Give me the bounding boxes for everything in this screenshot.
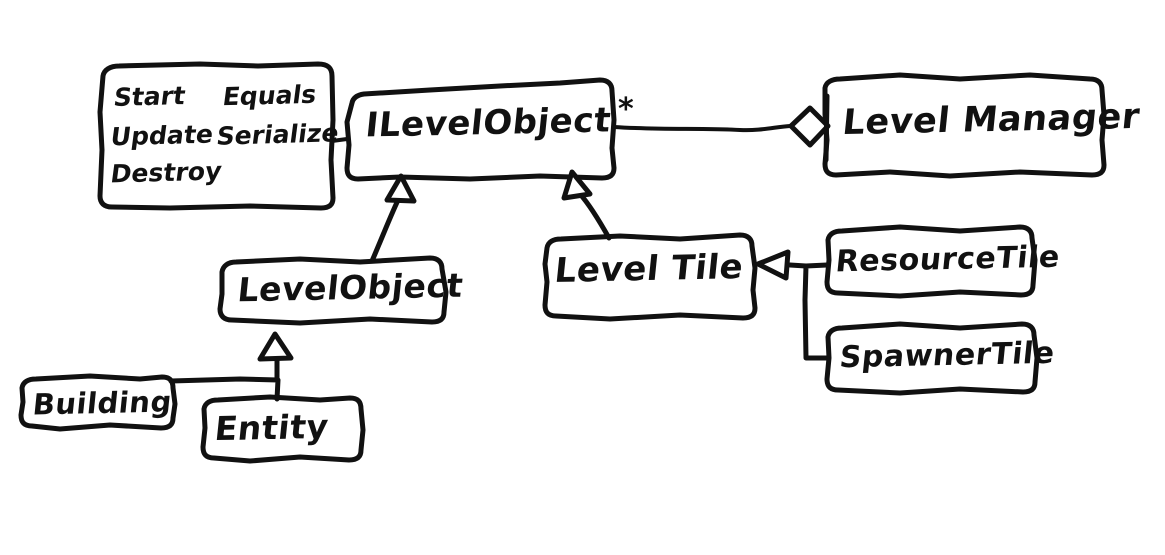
gen-triangle-levelobject-icon	[257, 331, 294, 362]
member-label-destroy: Destroy	[108, 156, 224, 189]
levelmanager-box-outline	[822, 72, 1107, 179]
gen-triangle-leveltile-icon	[561, 169, 593, 201]
gen-triangle-leveltile-right-icon	[755, 249, 791, 281]
entity-box-outline	[200, 394, 366, 464]
spawnertile-label: SpawnerTile	[837, 335, 1057, 376]
levelobject-label: LevelObject	[235, 265, 466, 310]
resourcetile-box-outline	[824, 224, 1038, 299]
ilevelobject-label: ILevelObject	[363, 100, 613, 146]
building-box-outline	[18, 373, 178, 432]
ilevelobject-box-outline	[344, 77, 617, 182]
gen-line-resourcetile-trunk	[802, 262, 830, 361]
member-label-equals: Equals	[220, 79, 319, 112]
spawnertile-box-outline	[824, 321, 1040, 396]
members-box-outline	[97, 61, 336, 211]
leveltile-box-outline	[542, 232, 758, 322]
gen-triangle-levelobject-icon	[384, 173, 417, 204]
gen-line-trunk-to-leveltile	[787, 262, 809, 269]
aggregation-diamond-icon	[788, 105, 831, 148]
member-label-update: Update	[108, 119, 215, 152]
gen-line-levelobject-ilevelobject	[369, 193, 403, 264]
link-members-ilevelobject	[330, 137, 349, 143]
levelmanager-left-stub	[823, 93, 830, 163]
building-label: Building	[31, 384, 174, 422]
resourcetile-label: ResourceTile	[833, 239, 1062, 280]
member-label-start: Start	[111, 81, 188, 112]
assoc-line-ilevelobject-levelmanager	[612, 124, 792, 133]
leveltile-label: Level Tile	[552, 247, 746, 291]
levelmanager-label: Level Manager	[840, 96, 1142, 144]
multiplicity-star: *	[618, 92, 634, 127]
gen-line-building-entity-trunk	[168, 376, 281, 402]
entity-label: Entity	[212, 406, 331, 449]
member-label-serialize: Serialize	[214, 118, 341, 151]
gen-line-leveltile-ilevelobject	[577, 191, 612, 241]
levelobject-box-outline	[217, 255, 449, 326]
